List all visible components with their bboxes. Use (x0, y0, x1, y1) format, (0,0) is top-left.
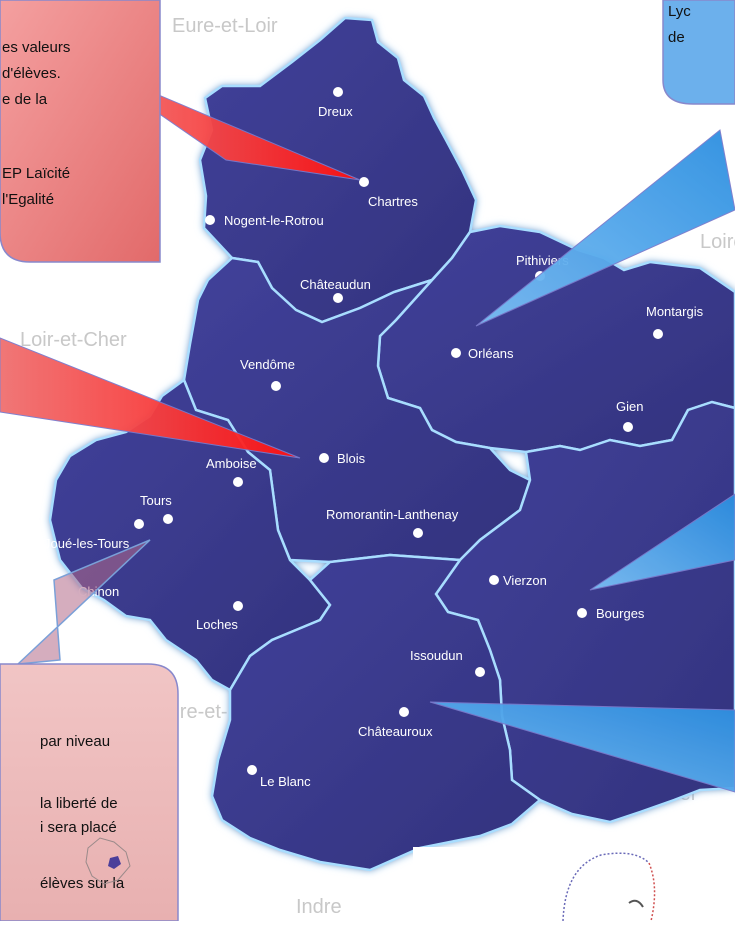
callout-box-bottom-left (0, 663, 179, 922)
region-indre-et-loire[interactable] (48, 378, 332, 692)
city-amboise[interactable]: Amboise (206, 456, 257, 487)
region-indre[interactable] (210, 553, 543, 872)
city-montargis[interactable]: Montargis (646, 304, 704, 339)
city-romorantin-lanthenay[interactable]: Romorantin-Lanthenay (326, 507, 459, 538)
city-loches[interactable]: Loches (196, 601, 243, 632)
svg-text:Châteaudun: Châteaudun (300, 277, 371, 292)
callout-bottom-left-line-6: élèves sur la (40, 875, 125, 892)
svg-text:Chartres: Chartres (368, 194, 418, 209)
city-chateauroux[interactable]: Châteauroux (358, 707, 433, 739)
callout-top-left-line-3: e de la (2, 91, 48, 108)
svg-text:Le Blanc: Le Blanc (260, 774, 311, 789)
svg-text:Châteauroux: Châteauroux (358, 724, 433, 739)
svg-text:Amboise: Amboise (206, 456, 257, 471)
callout-pointer-chinon (15, 539, 151, 665)
callout-box-top-right (662, 0, 735, 105)
france-outline-icon (85, 837, 131, 885)
svg-text:Vendôme: Vendôme (240, 357, 295, 372)
seal-logo (562, 852, 656, 922)
dept-label-eure-et-loir: Eure-et-Loir (172, 15, 278, 37)
logo-panel (413, 847, 735, 922)
city-blois[interactable]: Blois (319, 451, 366, 466)
svg-text:Gien: Gien (616, 399, 643, 414)
callout-bottom-left-line-4: i sera placé (40, 819, 117, 836)
city-tours[interactable]: Tours (140, 493, 173, 524)
city-vendome[interactable]: Vendôme (240, 357, 295, 391)
svg-text:Bourges: Bourges (596, 606, 645, 621)
city-nogent-le-rotrou[interactable]: Nogent-le-Rotrou (205, 213, 324, 228)
svg-text:Orléans: Orléans (468, 346, 514, 361)
callout-bottom-left-line-3: la liberté de (40, 795, 118, 812)
svg-text:Tours: Tours (140, 493, 172, 508)
city-gien[interactable]: Gien (616, 399, 643, 432)
callout-pointer-loiret (475, 129, 735, 327)
city-markers: Dreux Chartres Nogent-le-Rotrou Châteaud… (44, 87, 704, 789)
svg-text:Joué-les-Tours: Joué-les-Tours (44, 536, 130, 551)
dept-label-loir-et-cher: Loir-et-Cher (20, 329, 127, 351)
city-bourges[interactable]: Bourges (577, 606, 645, 621)
callout-box-top-left (0, 0, 161, 263)
callout-top-left-line-5: EP Laïcité (2, 165, 70, 182)
svg-text:Nogent-le-Rotrou: Nogent-le-Rotrou (224, 213, 324, 228)
city-issoudun[interactable]: Issoudun (410, 648, 485, 677)
callout-pointer-indre (429, 701, 735, 793)
city-dreux[interactable]: Dreux (318, 87, 353, 119)
callout-top-left-line-2: d'élèves. (2, 65, 61, 82)
region-highlight-icon (108, 856, 121, 869)
svg-text:Romorantin-Lanthenay: Romorantin-Lanthenay (326, 507, 459, 522)
svg-text:Montargis: Montargis (646, 304, 704, 319)
svg-text:Blois: Blois (337, 451, 366, 466)
callout-top-left-line-1: es valeurs (2, 39, 70, 56)
svg-text:Issoudun: Issoudun (410, 648, 463, 663)
callout-top-right-line-1: Lyc (668, 3, 691, 20)
callout-top-left-line-6: l'Egalité (2, 191, 54, 208)
callout-bottom-left-line-1: par niveau (40, 733, 110, 750)
city-le-blanc[interactable]: Le Blanc (247, 765, 311, 789)
svg-text:Dreux: Dreux (318, 104, 353, 119)
dept-label-indre: Indre (296, 896, 342, 918)
callout-top-right-line-2: de (668, 29, 685, 46)
city-joue-les-tours[interactable]: Joué-les-Tours (44, 519, 144, 551)
svg-text:Loches: Loches (196, 617, 238, 632)
callout-pointer-mid-left (0, 337, 301, 459)
city-chateaudun[interactable]: Châteaudun (300, 277, 371, 303)
city-chartres[interactable]: Chartres (359, 177, 418, 209)
svg-text:Vierzon: Vierzon (503, 573, 547, 588)
callout-pointer-cher (589, 493, 735, 591)
city-orleans[interactable]: Orléans (451, 346, 514, 361)
dept-label-loiret: Loiret (700, 231, 735, 253)
city-vierzon[interactable]: Vierzon (489, 573, 547, 588)
